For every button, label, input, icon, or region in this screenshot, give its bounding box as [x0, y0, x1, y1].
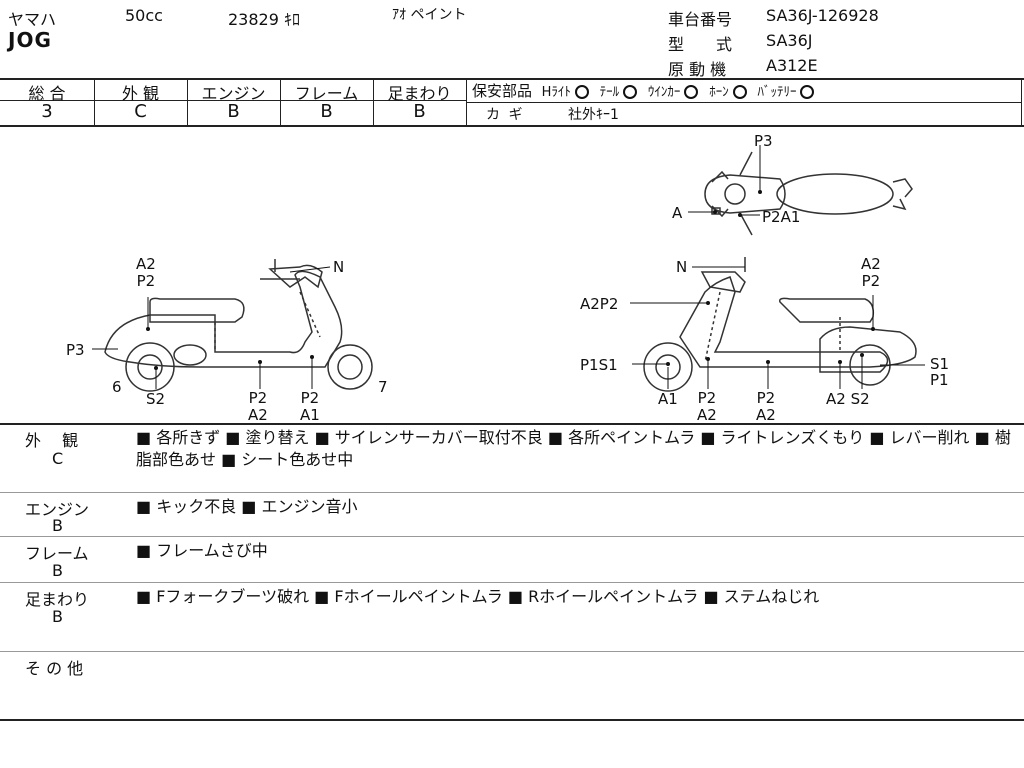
color: ｱｵ ペイント — [392, 7, 467, 23]
frame-no-label: 車台番号 — [668, 10, 733, 29]
rule — [0, 492, 1024, 493]
grade-frame: B — [320, 101, 333, 122]
rule — [0, 78, 1024, 80]
section-exterior-grade: C — [52, 449, 64, 468]
safety-horn: ﾎｰﾝ — [709, 85, 729, 100]
section-frame-name: フレーム — [25, 544, 89, 563]
label-right-n: N — [676, 258, 688, 276]
type-label: 型 式 — [668, 35, 733, 54]
type-value: SA36J — [766, 31, 813, 50]
label-right-a1: A1 — [658, 390, 678, 408]
label-right-a2p2-top: A2 P2 — [861, 255, 881, 290]
ok-circle-icon — [800, 84, 815, 99]
ok-circle-icon — [684, 84, 699, 99]
label-top-p3: P3 — [754, 132, 773, 150]
scooter-right-leaders — [630, 266, 925, 389]
rule — [94, 79, 95, 126]
rule — [466, 79, 467, 126]
label-left-7: 7 — [378, 378, 388, 396]
safety-battery: ﾊﾞｯﾃﾘｰ — [757, 85, 797, 100]
safety-row: 保安部品 Hﾗｲﾄ ﾃｰﾙ ｳｲﾝｶｰ ﾎｰﾝ ﾊﾞｯﾃﾘｰ — [472, 80, 820, 101]
key-label: カ ギ — [486, 107, 525, 123]
scooter-diagram — [92, 145, 925, 392]
label-top-p2a1: P2A1 — [762, 208, 801, 226]
displacement: 50cc — [125, 6, 163, 25]
grade-total: 3 — [41, 101, 53, 122]
label-left-n: N — [333, 258, 345, 276]
grade-label-total: 総 合 — [28, 84, 66, 103]
frame-no: SA36J-126928 — [766, 6, 879, 25]
safety-winker: ｳｲﾝｶｰ — [647, 85, 681, 100]
label-left-p2a2: P2 A2 — [248, 389, 268, 424]
model-name: JOG — [8, 28, 52, 52]
label-right-s1p1: S1 P1 — [930, 355, 950, 389]
section-frame-grade: B — [52, 561, 63, 580]
section-engine-text: ■ キック不良 ■ エンジン音小 — [136, 497, 358, 516]
rule — [0, 125, 1024, 127]
section-other-name: そ の 他 — [25, 659, 84, 678]
section-suspension-text: ■ Fフォークブーツ破れ ■ Fホイールペイントムラ ■ Rホイールペイントムラ… — [136, 587, 820, 606]
engine-label: 原 動 機 — [668, 60, 727, 79]
rule — [0, 423, 1024, 425]
label-right-p2a2-1: P2 A2 — [697, 389, 717, 424]
grade-label-suspension: 足まわり — [387, 84, 452, 103]
label-left-p2a1: P2 A1 — [300, 389, 320, 424]
label-left-6: 6 — [112, 378, 122, 396]
scooter-top-view — [704, 151, 913, 236]
rule — [0, 536, 1024, 537]
label-right-a2s2: A2 S2 — [826, 390, 870, 408]
section-suspension-grade: B — [52, 607, 63, 626]
label-right-p1s1: P1S1 — [580, 356, 618, 374]
ok-circle-icon — [732, 84, 747, 99]
label-right-a2p2: A2P2 — [580, 295, 619, 313]
rule — [466, 102, 1022, 103]
section-suspension-name: 足まわり — [25, 590, 90, 609]
rule — [1021, 79, 1022, 126]
section-frame-text: ■ フレームさび中 — [136, 541, 268, 560]
grade-suspension: B — [413, 101, 426, 122]
scooter-left-view — [104, 259, 373, 392]
label-right-p2a2-2: P2 A2 — [756, 389, 776, 424]
grade-label-engine: エンジン — [201, 84, 266, 103]
label-left-p3: P3 — [66, 341, 85, 359]
safety-label: 保安部品 — [472, 82, 533, 100]
rule — [0, 719, 1024, 721]
key-value: 社外ｷｰ1 — [568, 107, 619, 123]
grade-label-exterior: 外 観 — [121, 84, 160, 103]
label-left-a2p2: A2 P2 — [136, 255, 156, 290]
rule — [373, 79, 374, 126]
label-top-a: A — [672, 204, 683, 222]
label-left-s2: S2 — [146, 390, 166, 408]
rule — [187, 79, 188, 126]
section-exterior-name: 外 観 — [25, 431, 79, 450]
rule — [0, 100, 466, 101]
scooter-top-leaders — [688, 145, 761, 216]
engine-value: A312E — [766, 56, 818, 75]
scooter-left-leaders — [92, 266, 331, 389]
grade-label-frame: フレーム — [294, 84, 359, 103]
maker: ヤマハ — [8, 10, 57, 29]
safety-headlight: Hﾗｲﾄ — [541, 85, 571, 100]
section-engine-name: エンジン — [25, 500, 90, 519]
section-engine-grade: B — [52, 516, 63, 535]
mileage: 23829 ｷﾛ — [228, 10, 300, 29]
ok-circle-icon — [574, 84, 589, 99]
rule — [280, 79, 281, 126]
grade-exterior: C — [134, 101, 147, 122]
rule — [0, 582, 1024, 583]
section-exterior-text: ■ 各所きず ■ 塗り替え ■ サイレンサーカバー取付不良 ■ 各所ペイントムラ… — [136, 428, 1011, 469]
safety-tail: ﾃｰﾙ — [599, 85, 620, 100]
rule — [0, 651, 1024, 652]
grade-engine: B — [227, 101, 240, 122]
ok-circle-icon — [623, 84, 638, 99]
